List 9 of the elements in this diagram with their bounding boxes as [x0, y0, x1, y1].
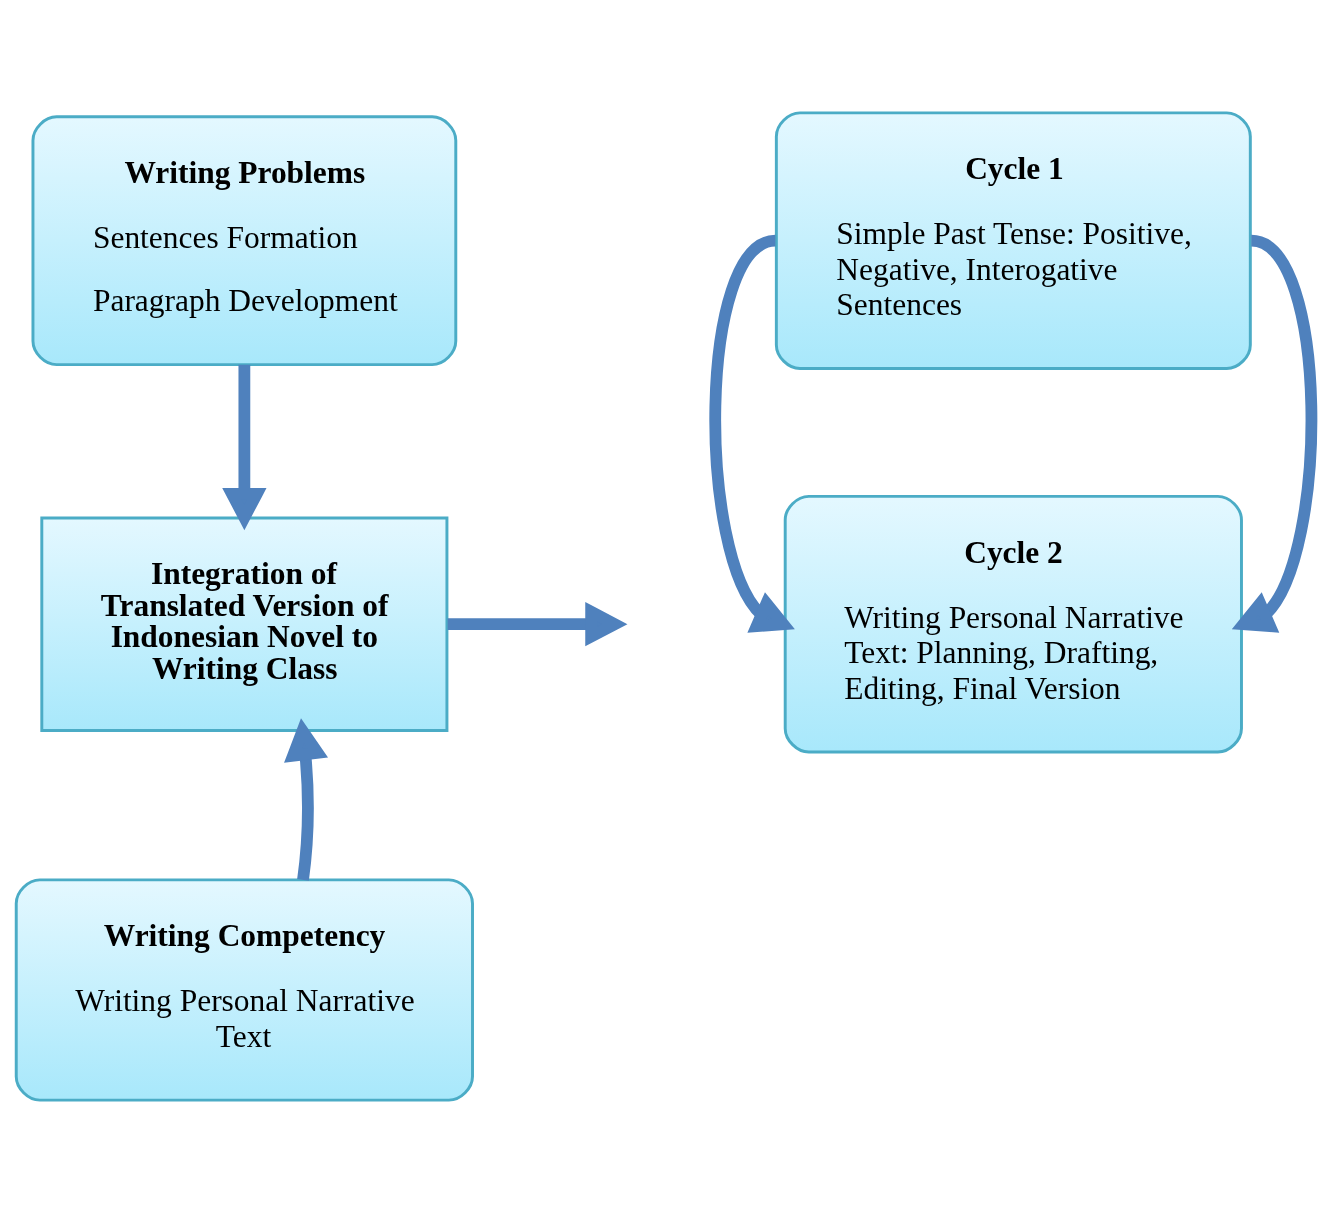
node-box: Cycle 2 Writing Personal Narrative Text: Planning, Drafting, Editing, Final Version [783, 494, 1243, 753]
node-box: Writing Problems Sentences Formation Paragraph Development [31, 114, 458, 366]
node-box: Integration of Translated Version of Indonesian Novel to Writing Class [40, 516, 449, 732]
node-box: Writing Competency Writing Personal Narrative Text [14, 877, 474, 1102]
arrow [222, 364, 267, 530]
arrow [447, 601, 628, 646]
arrow [709, 234, 795, 633]
arrow [284, 717, 329, 881]
node-box: Cycle 1 Simple Past Tense: Positive, Negative, Interogative Sentences [774, 110, 1252, 370]
